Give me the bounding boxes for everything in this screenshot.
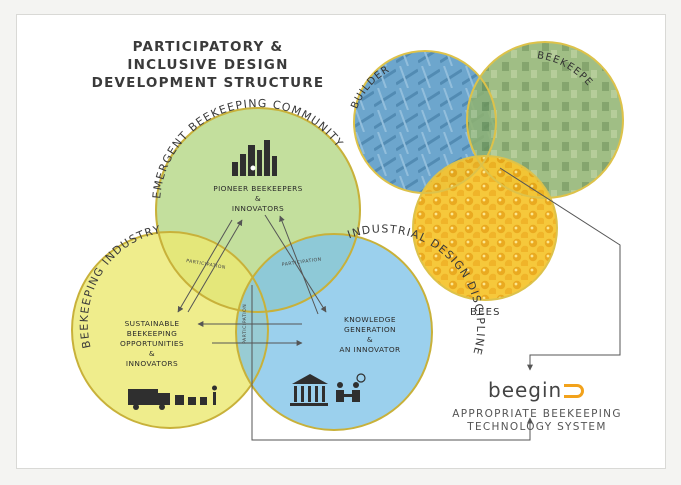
meeting-icon [336, 373, 366, 402]
beegin-wordmark: beegin [488, 378, 563, 402]
builder-photo-circle [354, 51, 496, 193]
community-line-2: & [255, 194, 261, 203]
industry-line-5: INNOVATORS [126, 359, 178, 368]
industry-text: SUSTAINABLE BEEKEEPING OPPORTUNITIES & I… [120, 319, 184, 368]
arrow-industry-to-community [187, 219, 243, 313]
city-icon [232, 140, 277, 176]
system-line-1: APPROPRIATE BEEKEEPING [452, 408, 622, 420]
venn-circles [71, 107, 433, 431]
system-caption: APPROPRIATE BEEKEEPING TECHNOLOGY SYSTEM [442, 408, 632, 434]
arrow-community-to-industry [177, 219, 233, 313]
beegin-mark-icon [564, 384, 585, 398]
community-text: PIONEER BEEKEEPERS & INNOVATORS [213, 184, 303, 213]
arrow-design-to-community [279, 215, 319, 315]
community-line-3: INNOVATORS [232, 204, 284, 213]
design-line-1: KNOWLEDGE [344, 315, 396, 324]
arrow-to-beegin [251, 285, 533, 441]
design-text: KNOWLEDGE GENERATION & AN INNOVATOR [339, 315, 400, 354]
industry-line-1: SUSTAINABLE [125, 319, 180, 328]
design-circle [236, 234, 432, 430]
system-line-2: TECHNOLOGY SYSTEM [467, 421, 607, 433]
community-line-1: PIONEER BEEKEEPERS [213, 184, 303, 193]
flow-arrows [177, 167, 621, 441]
farm-truck-icon [128, 385, 217, 410]
arrow-community-to-design [264, 214, 327, 313]
design-line-4: AN INNOVATOR [339, 345, 400, 354]
industry-line-4: & [149, 349, 155, 358]
title-line-2: INCLUSIVE DESIGN [127, 57, 289, 73]
diagram-title: PARTICIPATORY & INCLUSIVE DESIGN DEVELOP… [78, 38, 338, 92]
industry-line-3: OPPORTUNITIES [120, 339, 184, 348]
industry-line-2: BEEKEEPING [127, 329, 178, 338]
bees-photo-circle [413, 156, 557, 300]
title-line-3: DEVELOPMENT STRUCTURE [91, 75, 325, 91]
design-line-3: & [367, 335, 373, 344]
title-line-1: PARTICIPATORY & [132, 39, 284, 55]
participation-label-bottom: PARTICIPATION [242, 304, 248, 344]
institution-icon [290, 374, 328, 406]
participation-label-right: PARTICIPATION [281, 256, 322, 268]
photo-cluster [353, 41, 624, 301]
bees-label: BEES [470, 307, 501, 318]
design-line-2: GENERATION [344, 325, 396, 334]
arrow-bees-to-beegin [499, 167, 621, 371]
industry-circle [72, 232, 268, 428]
beegin-logo: beegin [488, 378, 585, 402]
